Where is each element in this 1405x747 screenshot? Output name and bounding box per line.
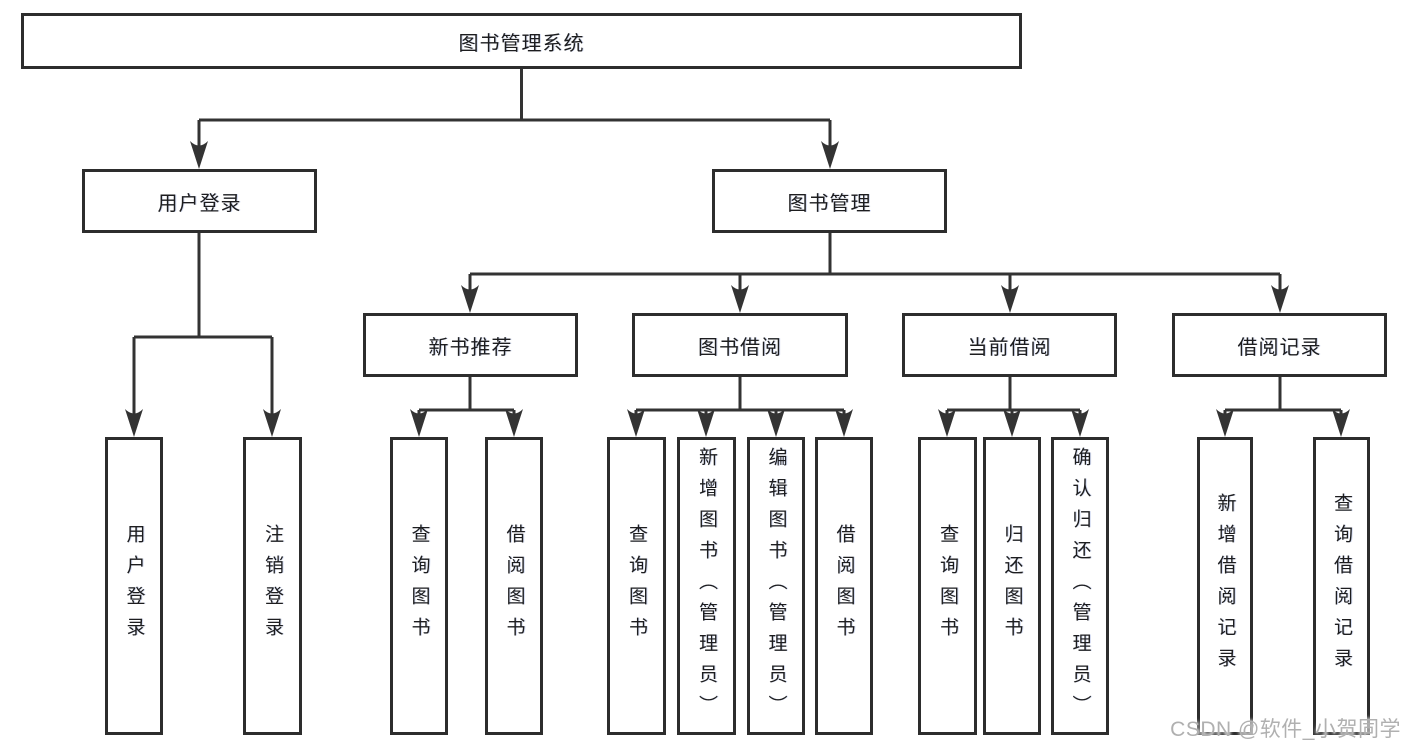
leaf-current-query-books: 查询图书 [918, 437, 977, 735]
node-new-book-recommend: 新书推荐 [363, 313, 578, 377]
leaf-borrow-books-label: 借阅图书 [833, 524, 855, 648]
leaf-return-books: 归还图书 [983, 437, 1041, 735]
leaf-add-borrow-record-label: 新增借阅记录 [1214, 493, 1236, 679]
node-current-borrow: 当前借阅 [902, 313, 1117, 377]
leaf-recommend-borrow-books-label: 借阅图书 [503, 524, 525, 648]
node-book-management: 图书管理 [712, 169, 947, 233]
leaf-query-borrow-record-label: 查询借阅记录 [1331, 493, 1352, 679]
leaf-recommend-query-books: 查询图书 [390, 437, 448, 735]
node-user-login: 用户登录 [82, 169, 317, 233]
node-book-borrow: 图书借阅 [632, 313, 848, 377]
leaf-recommend-borrow-books: 借阅图书 [485, 437, 543, 735]
leaf-borrow-books: 借阅图书 [815, 437, 873, 735]
csdn-watermark: CSDN @软件_小贺同学 [1170, 718, 1401, 741]
leaf-add-books-admin-label: 新增图书（管理员） [696, 446, 717, 726]
leaf-logout-label: 注销登录 [262, 524, 283, 648]
leaf-user-login-label: 用户登录 [123, 524, 145, 648]
leaf-confirm-return-admin-label: 确认归还（管理员） [1069, 446, 1091, 726]
leaf-edit-books-admin: 编辑图书（管理员） [747, 437, 805, 735]
leaf-add-books-admin: 新增图书（管理员） [677, 437, 736, 735]
leaf-logout: 注销登录 [243, 437, 302, 735]
node-root: 图书管理系统 [21, 13, 1022, 69]
leaf-query-borrow-record: 查询借阅记录 [1313, 437, 1370, 735]
leaf-user-login: 用户登录 [105, 437, 163, 735]
leaf-return-books-label: 归还图书 [1001, 524, 1023, 648]
leaf-borrow-query-books-label: 查询图书 [626, 524, 647, 648]
leaf-recommend-query-books-label: 查询图书 [408, 524, 430, 648]
leaf-add-borrow-record: 新增借阅记录 [1197, 437, 1253, 735]
leaf-current-query-books-label: 查询图书 [937, 524, 958, 648]
node-borrow-records: 借阅记录 [1172, 313, 1387, 377]
leaf-borrow-query-books: 查询图书 [607, 437, 666, 735]
leaf-edit-books-admin-label: 编辑图书（管理员） [765, 446, 787, 726]
leaf-confirm-return-admin: 确认归还（管理员） [1051, 437, 1109, 735]
